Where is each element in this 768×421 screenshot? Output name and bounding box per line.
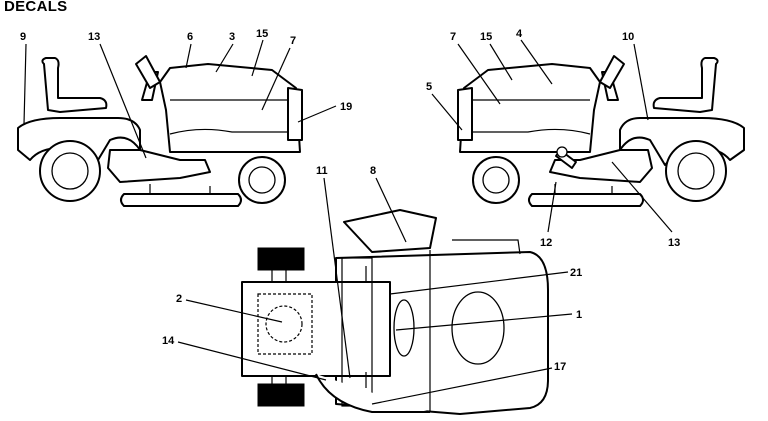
callout-13: 13 <box>668 237 680 249</box>
callout-15: 15 <box>256 28 268 40</box>
tractor-top-view <box>241 209 549 415</box>
callout-4: 4 <box>516 28 523 40</box>
tractor-left-side-view <box>17 55 303 207</box>
callout-15: 15 <box>480 31 492 43</box>
page-title: DECALS <box>4 0 68 15</box>
tractor-right-side-view <box>457 55 745 207</box>
callout-19: 19 <box>340 101 352 113</box>
callout-13: 13 <box>88 31 100 43</box>
callout-9: 9 <box>20 31 26 43</box>
callout-5: 5 <box>426 81 432 93</box>
callout-8: 8 <box>370 165 376 177</box>
callout-11: 11 <box>316 165 328 177</box>
callout-12: 12 <box>540 237 552 249</box>
callout-3: 3 <box>229 31 235 43</box>
callout-7: 7 <box>450 31 456 43</box>
callout-labels-top-view: 11 8 21 2 1 14 17 <box>162 165 582 373</box>
callout-1: 1 <box>576 309 582 321</box>
callout-6: 6 <box>187 31 193 43</box>
rear-tire-bottom <box>257 383 305 407</box>
callout-labels-left-view: 9 13 6 3 15 7 19 <box>20 28 352 113</box>
callout-10: 10 <box>622 31 634 43</box>
callout-labels-right-view: 7 15 4 10 5 12 13 <box>426 28 680 249</box>
callout-leader-lines <box>23 39 673 405</box>
callout-21: 21 <box>570 267 582 279</box>
callout-14: 14 <box>162 335 175 347</box>
callout-7: 7 <box>290 35 296 47</box>
rear-tire-top <box>257 247 305 271</box>
callout-2: 2 <box>176 293 182 305</box>
callout-17: 17 <box>554 361 566 373</box>
